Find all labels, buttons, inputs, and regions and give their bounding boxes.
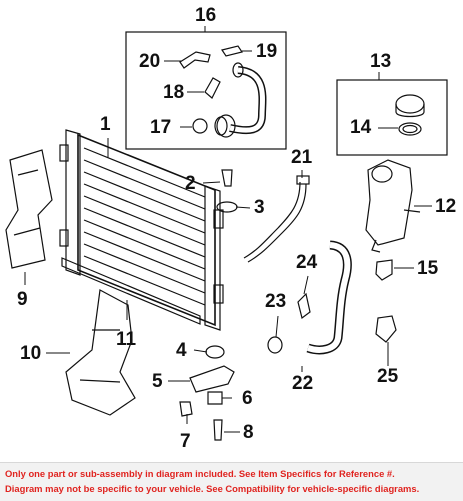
callout-25: 25 — [377, 366, 399, 387]
expansion-tank — [365, 159, 421, 253]
bracket-5 — [189, 365, 235, 393]
tank-mount — [375, 259, 393, 281]
callout-5: 5 — [152, 371, 163, 392]
callout-14: 14 — [350, 117, 372, 138]
callout-17: 17 — [150, 117, 172, 138]
callout-11: 11 — [116, 329, 137, 350]
callout-16: 16 — [195, 5, 217, 26]
callout-6: 6 — [242, 388, 253, 409]
footer-notice: Only one part or sub-assembly in diagram… — [0, 462, 463, 501]
callout-15: 15 — [417, 258, 439, 279]
leader-lines — [24, 26, 432, 433]
callout-3: 3 — [254, 197, 265, 218]
seal-strip — [61, 257, 201, 325]
upper-hose — [214, 62, 267, 138]
lower-hose — [306, 240, 352, 355]
callout-4: 4 — [176, 340, 187, 361]
callout-12: 12 — [435, 196, 457, 217]
radiator — [59, 129, 224, 331]
callout-10: 10 — [20, 343, 42, 364]
callout-9: 9 — [17, 289, 28, 310]
clamp-18 — [204, 77, 221, 99]
clip-19 — [221, 45, 243, 57]
clip-25 — [375, 315, 397, 343]
group-box-16 — [125, 31, 287, 150]
footer-note-line-1: Only one part or sub-assembly in diagram… — [5, 468, 395, 479]
callout-13: 13 — [370, 51, 392, 72]
air-deflector-lower — [65, 289, 136, 416]
callout-8: 8 — [243, 422, 254, 443]
footer-note-line-2: Diagram may not be specific to your vehi… — [5, 483, 420, 494]
clip-7 — [179, 401, 193, 417]
callout-21: 21 — [291, 147, 313, 168]
callout-22: 22 — [292, 373, 314, 394]
callout-19: 19 — [256, 41, 278, 62]
callout-2: 2 — [185, 173, 196, 194]
callout-24: 24 — [296, 252, 318, 273]
bolt-8 — [213, 419, 223, 441]
callout-18: 18 — [163, 82, 185, 103]
callout-1: 1 — [100, 114, 111, 135]
group-box-13 — [336, 79, 448, 156]
reservoir-cap — [395, 94, 425, 136]
air-deflector-left — [5, 149, 53, 269]
seal-23 — [267, 336, 283, 354]
overflow-hose — [243, 175, 310, 263]
bolt-2 — [221, 169, 233, 187]
callout-7: 7 — [180, 431, 191, 452]
callout-23: 23 — [265, 291, 287, 312]
mount-4 — [205, 345, 225, 359]
clamp-17 — [192, 118, 208, 134]
clamp-24 — [297, 292, 311, 320]
hose-bracket — [179, 51, 211, 69]
bushing-6 — [207, 391, 223, 405]
parts-diagram — [5, 26, 448, 441]
callout-20: 20 — [139, 51, 161, 72]
